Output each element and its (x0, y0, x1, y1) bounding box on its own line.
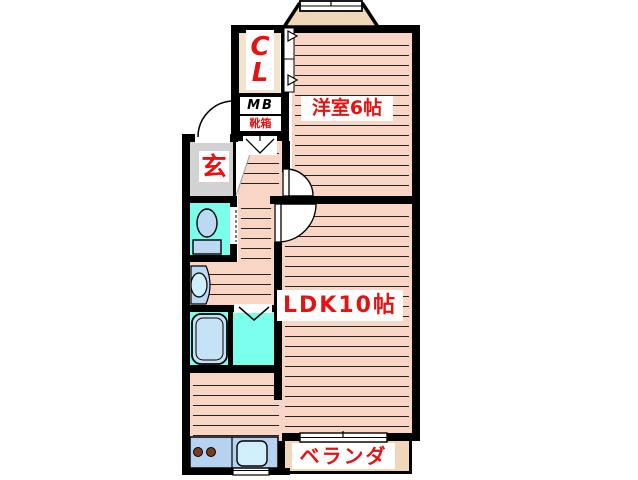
kitchen-counter (189, 436, 279, 469)
toilet-icon (192, 208, 222, 255)
wall (278, 441, 285, 468)
stove-burner-icon (193, 447, 203, 457)
shoe-box-door (243, 136, 277, 155)
closet-label: C L (246, 30, 274, 90)
wall (190, 196, 237, 203)
closet-letter-l: L (251, 58, 269, 88)
wall (231, 25, 239, 134)
toilet-door (230, 207, 237, 244)
room-western-label: 洋室6帖 (301, 96, 393, 121)
bay-window (280, 0, 382, 29)
wall (282, 141, 290, 172)
wall (233, 141, 236, 196)
bathtub-icon (191, 313, 228, 365)
washbasin-icon (190, 265, 211, 305)
wall (182, 305, 274, 312)
shoe-box-label: 靴箱 (240, 116, 281, 131)
hallway-lower-floor (238, 196, 274, 262)
sink-icon (236, 440, 268, 467)
wall (190, 365, 282, 373)
changing-area-floor (233, 312, 274, 365)
ldk-door (274, 203, 317, 243)
meter-box-label: MB (240, 97, 281, 114)
wall (182, 255, 237, 262)
veranda-window (299, 431, 388, 443)
veranda-label: ベランダ (292, 443, 395, 469)
closet-sliding-door (283, 27, 299, 93)
wall (270, 196, 412, 204)
wall (412, 25, 420, 441)
wall (231, 25, 420, 33)
entrance-label: 玄 (199, 151, 229, 182)
wall (182, 134, 190, 474)
wall (228, 312, 233, 365)
washroom-folding-door (234, 304, 272, 321)
closet-letter-c: C (250, 32, 270, 62)
entrance-door (195, 100, 235, 143)
western-room-door (282, 168, 314, 197)
room-ldk-label: LDK10帖 (277, 290, 403, 321)
stove-burner-icon (206, 447, 216, 457)
